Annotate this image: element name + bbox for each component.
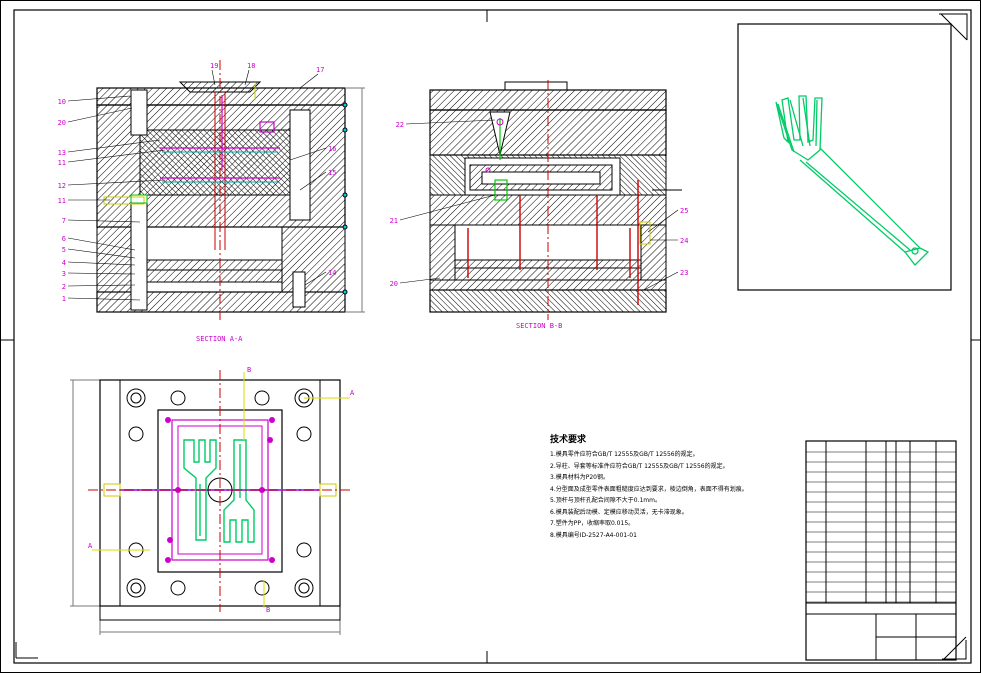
part-label: 10 bbox=[58, 95, 131, 106]
notes-list: 1.模具零件应符合GB/T 12555及GB/T 12556的规定。 2.导柱、导… bbox=[550, 449, 790, 541]
part-label-text: 11 bbox=[58, 159, 66, 167]
part-label-text: 22 bbox=[396, 121, 404, 129]
note-line: 2.导柱、导套等标准件应符合GB/T 12555及GB/T 12556的规定。 bbox=[550, 462, 729, 470]
part-label-text: 12 bbox=[58, 182, 66, 190]
part-label-text: 7 bbox=[62, 217, 66, 225]
note-line: 5.顶杆与顶杆孔配合间隙不大于0.1mm。 bbox=[550, 497, 661, 504]
part-label-text: 19 bbox=[210, 62, 218, 70]
note-line: 7.塑件为PP，收缩率取0.015。 bbox=[550, 520, 635, 527]
part-label: 4 bbox=[62, 259, 136, 267]
part-label-text: 20 bbox=[58, 119, 66, 127]
part-label-text: 23 bbox=[680, 269, 688, 277]
part-label-text: 25 bbox=[680, 207, 688, 215]
technical-notes: 技术要求 1.模具零件应符合GB/T 12555及GB/T 12556的规定。 2… bbox=[550, 432, 790, 541]
part-label: 12 bbox=[58, 179, 166, 190]
part-label-text: 10 bbox=[58, 98, 66, 106]
part-label: 2 bbox=[62, 283, 136, 291]
part-label-text: 1 bbox=[62, 295, 66, 303]
part-leader bbox=[299, 73, 319, 89]
part-leader bbox=[299, 171, 327, 191]
part-label-text: 16 bbox=[328, 145, 336, 153]
part-label-text: 2 bbox=[62, 283, 66, 291]
part-label: 6 bbox=[62, 235, 136, 251]
part-leader bbox=[643, 271, 679, 291]
note-line: 1.模具零件应符合GB/T 12555及GB/T 12556的规定。 bbox=[550, 451, 699, 458]
part-label-text: 15 bbox=[328, 169, 336, 177]
part-label-text: 24 bbox=[680, 237, 688, 245]
part-label: 5 bbox=[62, 246, 136, 259]
part-label: 20 bbox=[390, 277, 441, 288]
section-b-caption: SECTION B-B bbox=[516, 322, 563, 330]
part-label: 11 bbox=[58, 149, 166, 167]
part-label: 11 bbox=[58, 197, 110, 205]
note-line: 3.模具材料为P20钢。 bbox=[550, 474, 609, 481]
notes-title: 技术要求 bbox=[550, 435, 587, 445]
part-leader bbox=[211, 69, 216, 86]
note-line: 6.模具装配后动模、定模应移动灵活，无卡滞现象。 bbox=[550, 508, 688, 516]
part-label: 7 bbox=[62, 217, 141, 225]
title-block bbox=[805, 440, 957, 661]
section-mark: B bbox=[247, 366, 251, 374]
part-label-text: 6 bbox=[62, 235, 66, 243]
part-label-text: 5 bbox=[62, 246, 66, 254]
part-leader bbox=[244, 69, 250, 86]
section-mark: A bbox=[88, 542, 93, 550]
part-label: 13 bbox=[58, 139, 161, 157]
note-line: 4.分型面及成型零件表面粗糙度应达到要求，棱边倒角，表面不得有划痕。 bbox=[550, 485, 748, 493]
part-label: 20 bbox=[58, 107, 133, 127]
part-label-text: 14 bbox=[328, 269, 336, 277]
part-label-text: 11 bbox=[58, 197, 66, 205]
fork-part-3d bbox=[775, 95, 930, 266]
part-leader bbox=[304, 271, 327, 286]
part-label-text: 18 bbox=[247, 62, 255, 70]
part-label-text: 4 bbox=[62, 259, 66, 267]
plan-view bbox=[70, 370, 352, 635]
section-b-view bbox=[429, 80, 682, 320]
part-label-text: 20 bbox=[390, 280, 398, 288]
part-label-text: 17 bbox=[316, 66, 324, 74]
note-line: 8.模具编号ID-2527-A4-001-01 bbox=[550, 531, 637, 539]
part-leader bbox=[647, 209, 679, 233]
fork-cavity-right bbox=[223, 439, 255, 543]
part-label: 22 bbox=[396, 119, 496, 129]
section-a-view bbox=[96, 60, 365, 320]
part-label-text: 3 bbox=[62, 270, 66, 278]
part-leader bbox=[289, 147, 327, 161]
part-label: 3 bbox=[62, 270, 136, 278]
part-label-text: 13 bbox=[58, 149, 66, 157]
section-mark: A bbox=[350, 389, 355, 397]
isometric-view bbox=[737, 23, 952, 291]
part-label: 21 bbox=[390, 194, 496, 225]
part-label-text: 21 bbox=[390, 217, 398, 225]
section-mark: B bbox=[266, 606, 270, 614]
part-label: 1 bbox=[62, 295, 141, 303]
section-a-caption: SECTION A-A bbox=[196, 335, 243, 343]
fork-cavity-left bbox=[183, 439, 217, 541]
